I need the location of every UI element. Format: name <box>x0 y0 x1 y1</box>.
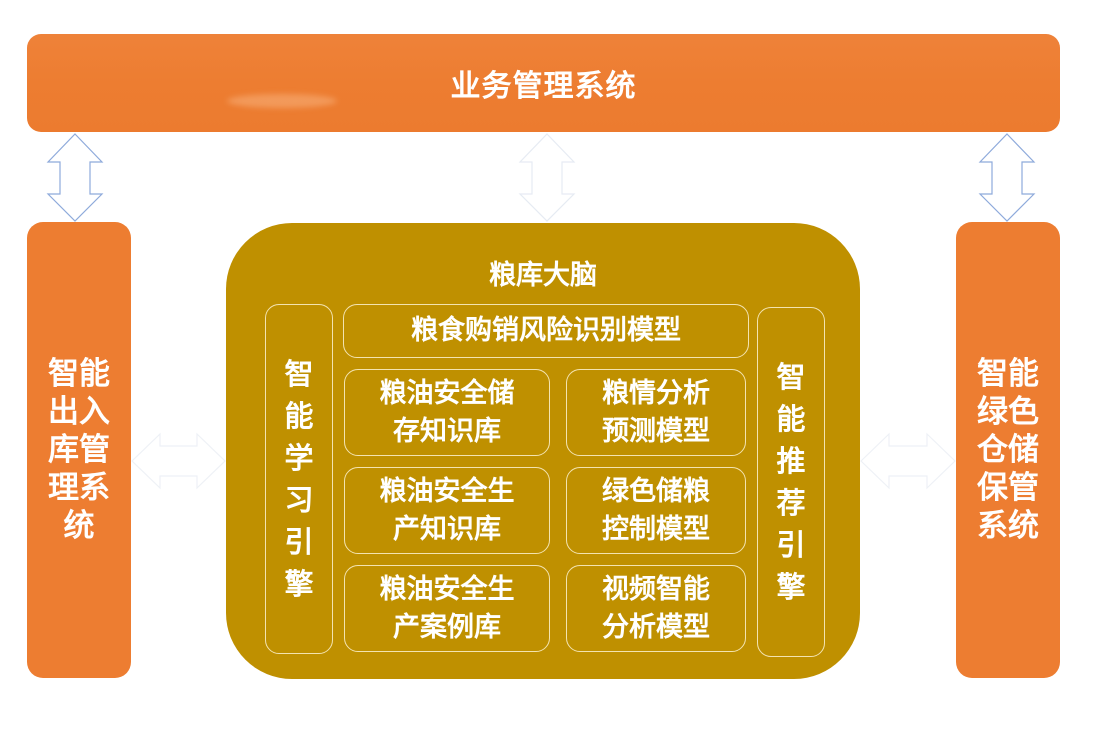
cell-line-2: 控制模型 <box>602 513 710 545</box>
granary-brain-title: 粮库大脑 <box>489 260 597 291</box>
double-arrow-vertical-left-icon <box>46 133 104 222</box>
grid-cell: 粮情分析预测模型 <box>566 369 746 456</box>
recommendation-engine-box: 智能推荐引擎 <box>757 307 825 657</box>
smart-green-storage-label: 智能绿色仓储保管系统 <box>977 356 1039 544</box>
business-management-system-label: 业务管理系统 <box>450 69 637 104</box>
double-arrow-horizontal-right-icon <box>860 432 956 490</box>
learning-engine-label: 智能学习引擎 <box>284 357 314 601</box>
grid-cell: 粮油安全生产知识库 <box>344 467 550 554</box>
learning-engine-box: 智能学习引擎 <box>265 304 333 654</box>
cell-line-1: 粮油安全储 <box>379 377 515 409</box>
cell-line-2: 产知识库 <box>393 513 501 545</box>
grid-cell: 粮油安全储存知识库 <box>344 369 550 456</box>
cell-line-2: 存知识库 <box>393 415 501 447</box>
cell-line-2: 预测模型 <box>602 415 710 447</box>
smart-green-storage-system: 智能绿色仓储保管系统 <box>956 222 1060 678</box>
cell-line-1: 粮油安全生 <box>379 573 515 605</box>
granary-brain-panel: 粮库大脑 智能学习引擎 智能推荐引擎 粮食购销风险识别模型 粮油安全储存知识库 … <box>226 223 860 679</box>
smart-warehouse-in-out-label: 智能出入库管理系统 <box>48 356 110 544</box>
recommendation-engine-label: 智能推荐引擎 <box>776 360 806 604</box>
risk-identification-model-label: 粮食购销风险识别模型 <box>411 315 681 346</box>
cell-line-2: 分析模型 <box>602 611 710 643</box>
smart-warehouse-in-out-system: 智能出入库管理系统 <box>27 222 131 678</box>
cell-line-1: 粮情分析 <box>602 377 710 409</box>
cell-line-1: 绿色储粮 <box>602 475 710 507</box>
grid-cell: 粮油安全生产案例库 <box>344 565 550 652</box>
grid-cell: 绿色储粮控制模型 <box>566 467 746 554</box>
cell-line-1: 视频智能 <box>602 573 710 605</box>
grid-cell: 视频智能分析模型 <box>566 565 746 652</box>
cell-line-1: 粮油安全生 <box>379 475 515 507</box>
double-arrow-vertical-center-icon <box>518 133 576 222</box>
double-arrow-horizontal-left-icon <box>131 432 226 490</box>
business-management-system-bar: 业务管理系统 <box>27 34 1060 132</box>
double-arrow-vertical-right-icon <box>978 133 1036 222</box>
sheen-highlight <box>227 94 337 108</box>
cell-line-2: 产案例库 <box>393 611 501 643</box>
risk-identification-model-box: 粮食购销风险识别模型 <box>343 304 749 358</box>
